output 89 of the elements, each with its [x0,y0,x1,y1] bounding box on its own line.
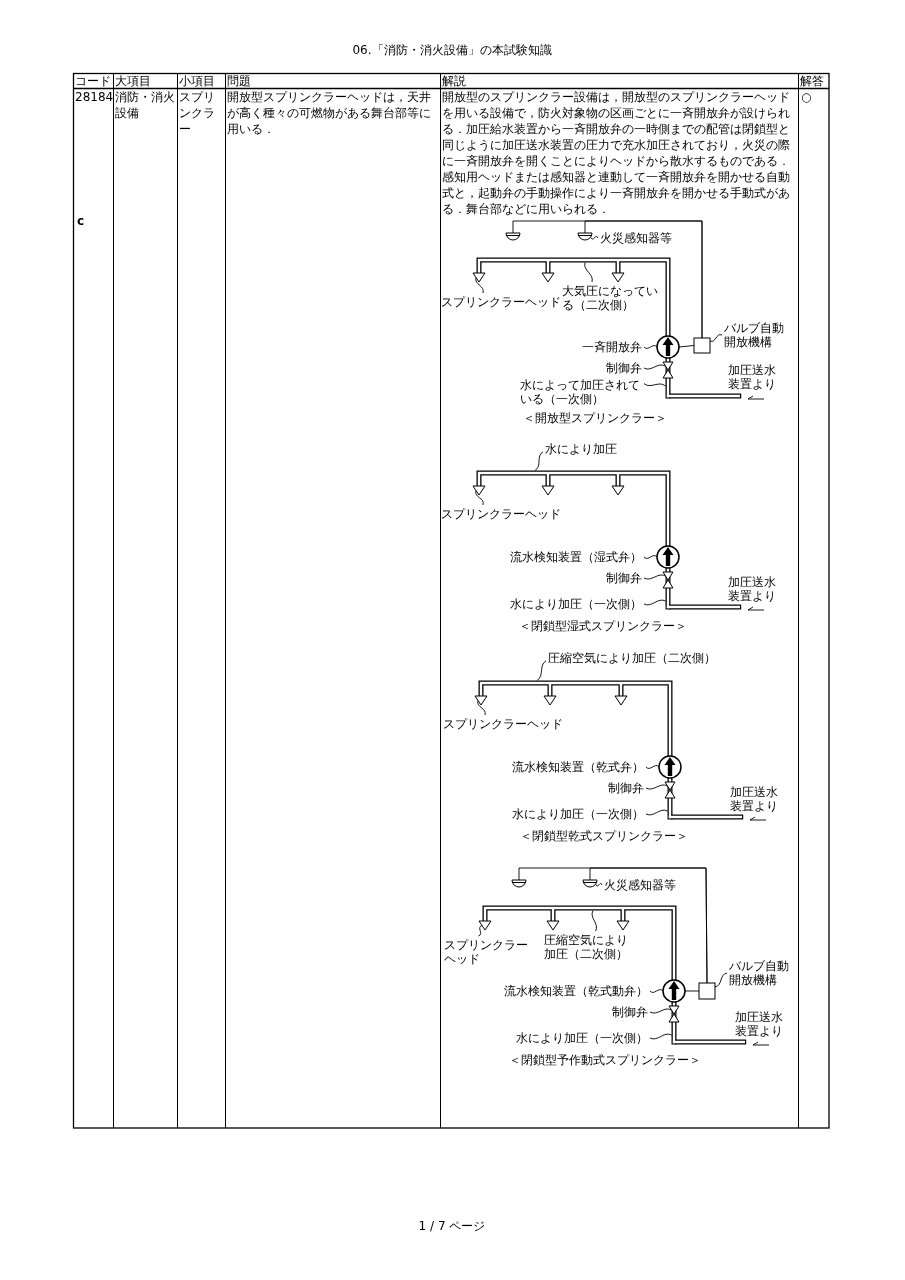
leader-line [590,236,599,240]
detector [577,232,593,241]
actuator-box [693,337,711,354]
callout-label: スプリンクラーヘッド [443,717,563,731]
sprinkler-head [474,695,488,706]
column-heading: 解説 [442,74,466,88]
column-heading: 解答 [800,74,824,88]
detector [582,879,598,888]
diagram-caption: ＜閉鎖型湿式スプリンクラー＞ [519,619,687,634]
signal-line [584,220,703,339]
detector [505,232,521,241]
leader-line [534,451,544,471]
leader-line [643,599,666,606]
leader-line [649,1008,672,1014]
pipe [672,1039,747,1045]
callout-label: バルブ自動開放機構 [724,321,786,349]
leader-line [643,574,666,580]
leader-line [645,809,668,816]
leader-line [643,555,658,559]
diagram-caption: ＜閉鎖型予作動式スプリンクラー＞ [509,1053,701,1068]
subcategory-text: スプリンクラー [179,89,216,137]
callout-label: 火災感知器等 [600,231,672,245]
pipe [482,905,677,1045]
sprinkler-head [472,272,486,283]
callout-label: 水により加圧 [545,442,617,456]
leader-line [643,345,658,349]
sprinkler-head [472,485,486,496]
sprinkler-head [478,920,492,931]
category-text: 消防・消火設備 [115,89,176,121]
column-heading: 小項目 [179,74,215,88]
leader-line [475,490,484,506]
pipe [666,393,742,399]
leader-line [595,883,603,887]
leader-line [475,277,484,294]
leader-line [649,989,664,993]
supply-label: 加圧送水装置より [735,1010,784,1038]
leader-line [714,972,728,988]
leader-line [591,910,597,932]
supply-label: 加圧送水装置より [728,575,777,603]
column-heading: コード [75,74,111,88]
callout-label: 流水検知装置（湿式弁） [510,550,642,564]
leader-line [536,660,547,681]
callout-label: 水により加圧（一次側） [512,807,644,821]
flow-valve [656,335,680,359]
callout-label: スプリンクラーヘッド [441,507,561,521]
callout-label: 大気圧になっている（二次側） [562,284,662,312]
page-number: 1 / 7 ページ [418,1219,486,1234]
code-number: 28184 [75,89,114,105]
diagram-caption: ＜開放型スプリンクラー＞ [523,411,667,426]
column-heading: 大項目 [115,74,151,88]
leader-line [584,262,593,283]
callout-label: 圧縮空気により加圧（二次側） [544,933,630,961]
callout-label: 水によって加圧されている（一次側） [520,378,642,406]
leader-line [645,784,668,790]
flow-valve [662,979,686,1003]
column-heading: 問題 [227,74,251,88]
leader-line [709,334,723,342]
leader-line [643,383,666,387]
diagram-caption: ＜閉鎖型乾式スプリンクラー＞ [520,829,688,844]
explanation-text: 開放型のスプリンクラー設備は，開放型のスプリンクラーヘッドを用いる設備で，防火対象物の区画ごとに一斉開放弁が設けられる．加圧給水装置から一斉開放弁の一時側までの配管は閉鎖型と同じように加圧送水装置の圧力で充水加圧されており，火災の際に一斉開放弁を開くことによりヘッドから散水するものである．感知用ヘッドまたは感知器と連動して一斉開放弁を開かせる自動式と，起動弁の手動操作により一斉開放弁を開かせる手動式がある．舞台部などに用いられる． [442,89,791,217]
leader-line [649,1033,672,1040]
pipe [666,604,742,610]
callout-label: 水により加圧（一次側） [516,1031,648,1045]
answer-mark: ○ [801,89,812,105]
page-title: 06.「消防・消火設備」の本試験知識 [352,43,552,58]
callout-label: 流水検知装置（乾式動弁） [504,984,648,998]
actuator-box [698,982,716,1000]
callout-label: 圧縮空気により加圧（二次側） [548,651,716,665]
supply-label: 加圧送水装置より [730,785,779,813]
supply-label: 加圧送水装置より [728,363,777,391]
signal-line [589,867,708,984]
leader-line [477,925,483,937]
pipe [668,814,744,820]
leader-line [643,364,666,370]
callout-label: 火災感知器等 [604,878,676,892]
question-text: 開放型スプリンクラーヘッドは，天井が高く種々の可燃物がある舞台部等に用いる． [227,89,432,137]
callout-label: スプリンクラーヘッド [441,295,561,309]
callout-label: 流水検知装置（乾式弁） [512,760,644,774]
leader-line [645,765,660,769]
callout-label: バルブ自動開放機構 [729,959,791,987]
callout-label: 水により加圧（一次側） [510,597,642,611]
note-letter: c [77,214,85,228]
pipe [478,680,673,820]
flow-valve [658,755,682,779]
detector [511,879,527,888]
flow-valve [656,545,680,569]
callout-label: スプリンクラーヘッド [444,938,530,966]
leader-line [477,700,486,716]
pipe [476,470,671,610]
